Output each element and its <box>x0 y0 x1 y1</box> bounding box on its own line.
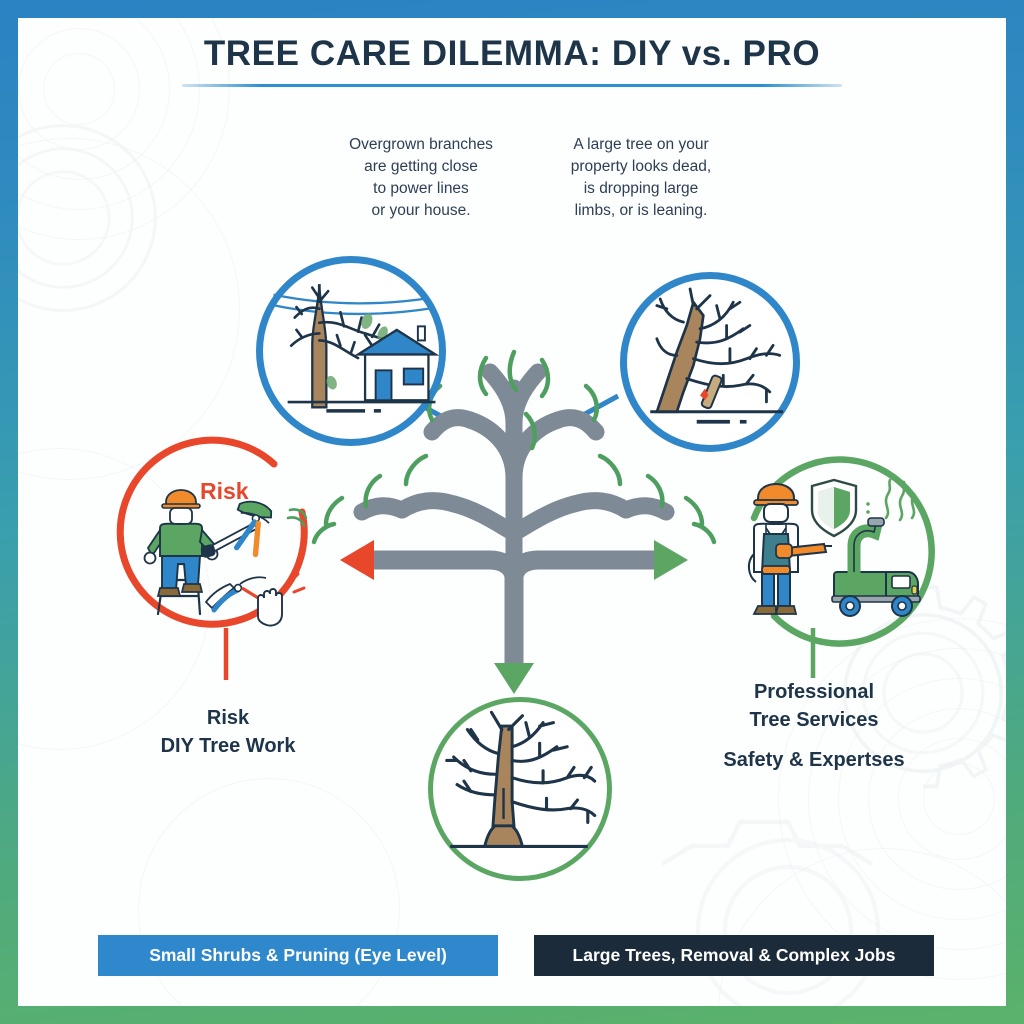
node-left-risk[interactable]: Risk <box>138 468 333 628</box>
banner-pro-label: Large Trees, Removal & Complex Jobs <box>572 945 896 965</box>
label-right-line-1: Professional <box>753 681 875 703</box>
node-top-left[interactable] <box>256 256 446 446</box>
professional-arborist-chipper-truck-icon <box>748 478 921 617</box>
caption-top-left-line-3: to power lines <box>373 180 469 197</box>
banner-pro[interactable]: Large Trees, Removal & Complex Jobs <box>534 935 934 976</box>
banner-diy[interactable]: Small Shrubs & Pruning (Eye Level) <box>98 935 498 976</box>
caption-top-right: A large tree on your property looks dead… <box>536 134 746 222</box>
caption-top-right-line-4: limbs, or is leaning. <box>574 202 708 219</box>
label-left: Risk DIY Tree Work <box>128 704 328 760</box>
decision-tree-diagram <box>311 349 717 694</box>
pro-arc <box>750 456 935 647</box>
node-top-right[interactable] <box>620 272 800 452</box>
page-title: TREE CARE DILEMMA: DIY vs. PRO <box>203 34 821 73</box>
caption-top-left-line-1: Overgrown branches <box>349 136 493 153</box>
diy-worker-ladder-chainsaw-icon <box>143 489 308 627</box>
arrow-right-green <box>654 540 688 580</box>
bare-tree-icon <box>445 710 597 849</box>
caption-top-left-line-4: or your house. <box>371 202 471 219</box>
caption-top-right-line-1: A large tree on your <box>573 136 709 153</box>
leaning-dead-tree-icon <box>650 287 784 424</box>
risk-badge: Risk <box>200 478 249 504</box>
label-right-line-3: Safety & Expertses <box>723 749 905 771</box>
caption-top-right-line-3: is dropping large <box>583 180 699 197</box>
caption-top-left: Overgrown branches are getting close to … <box>316 134 526 222</box>
caption-top-left-line-2: are getting close <box>364 158 478 175</box>
label-right: Professional Tree Services Safety & Expe… <box>708 678 920 774</box>
arrow-left-red <box>340 540 374 580</box>
label-right-line-2: Tree Services <box>749 709 879 731</box>
node-bottom[interactable] <box>428 697 612 881</box>
label-left-line-2: DIY Tree Work <box>160 735 296 757</box>
label-left-line-1: Risk <box>206 707 250 729</box>
page-title-wrap: TREE CARE DILEMMA: DIY vs. PRO <box>18 34 1006 74</box>
node-right-professional[interactable] <box>736 476 926 636</box>
tree-near-powerlines-house-icon <box>273 284 440 413</box>
infographic-canvas: TREE CARE DILEMMA: DIY vs. PRO Overgrown… <box>18 18 1006 1006</box>
banner-diy-label: Small Shrubs & Pruning (Eye Level) <box>149 945 447 965</box>
title-underline <box>182 84 842 87</box>
arrow-down-green <box>494 663 534 694</box>
caption-top-right-line-2: property looks dead, <box>570 158 712 175</box>
risk-arc <box>116 436 308 628</box>
